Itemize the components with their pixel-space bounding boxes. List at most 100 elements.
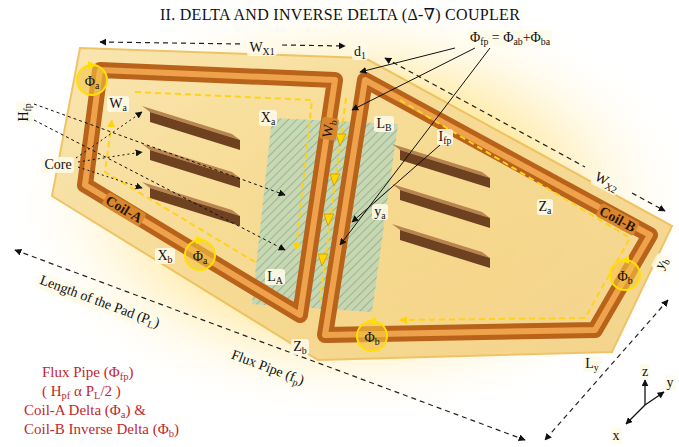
text-run: b: [327, 119, 339, 126]
dimension-line: [632, 193, 665, 211]
leader-line: [352, 145, 440, 222]
flux-arrow: [330, 174, 340, 186]
note-line: Flux Pipe (Φfp): [40, 364, 135, 383]
note-line: Coil-B Inverse Delta (Φb): [22, 421, 181, 440]
leader-line: [78, 167, 142, 188]
text-run: L: [267, 269, 276, 284]
text-run: z: [642, 364, 648, 379]
dimension-line: [100, 42, 243, 44]
label-anchor: Core: [42, 155, 73, 170]
coil-a-highlight: [85, 70, 335, 315]
core-bar: [400, 150, 490, 188]
dimension-label: Zb: [291, 339, 308, 356]
text-run: ba: [541, 36, 550, 47]
text-run: L: [376, 116, 385, 131]
text-run: H: [16, 111, 31, 121]
text-run: d: [354, 44, 361, 59]
core-bar: [150, 188, 240, 226]
text-run: W: [109, 96, 122, 111]
dimension-line: [545, 300, 668, 440]
dimension-label: Hfp: [16, 101, 33, 123]
dimension-lines: [15, 42, 668, 440]
coil-b-highlight: [325, 80, 650, 335]
axis-triad: [626, 380, 664, 424]
text-run: Core: [44, 157, 71, 172]
text-run: a: [203, 255, 207, 266]
text-run: α P: [70, 383, 94, 399]
dimension-label: ya: [372, 204, 387, 221]
label-anchor: Wb: [317, 116, 337, 140]
flux-circle: [357, 321, 387, 351]
text-run: b: [628, 275, 633, 286]
text-run: Coil-A Delta (Φ: [24, 402, 121, 418]
dimension-label: LB: [374, 116, 393, 133]
current-label: Ifp: [437, 129, 454, 146]
text-run: ) &: [125, 402, 145, 418]
text-run: Φ: [470, 30, 480, 45]
flux-circle-arrow: [196, 236, 205, 244]
dimension-label: WX1: [247, 40, 276, 57]
label-anchor: Φa: [83, 72, 102, 89]
text-run: Φ: [364, 330, 374, 345]
text-run: pf: [62, 390, 71, 401]
flux-paths: [105, 92, 630, 320]
text-run: L: [585, 356, 594, 371]
flux-arrow: [318, 254, 328, 266]
label-anchor: y: [665, 373, 676, 388]
dimension-label: Wb: [319, 116, 339, 140]
flux-circle: [77, 65, 107, 95]
leader-line: [78, 152, 142, 162]
flux-equation: Φfp = Φab+Φba: [468, 30, 552, 47]
label-anchor: Xa: [259, 108, 277, 125]
label-anchor: Φa: [191, 247, 210, 264]
dimension-label: Xb: [155, 248, 174, 265]
text-run: fp: [22, 103, 33, 111]
label-anchor: d1: [352, 42, 368, 59]
text-run: A: [276, 275, 283, 286]
label-anchor: x: [611, 426, 622, 441]
text-run: a: [121, 409, 126, 420]
leader-lines: [34, 48, 490, 250]
text-run: Z: [293, 339, 302, 354]
text-run: y: [667, 375, 674, 390]
label-anchor: ya: [372, 202, 387, 219]
dimension-label: Wa: [107, 96, 129, 113]
label-anchor: Φb: [362, 328, 381, 345]
text-run: y: [594, 362, 599, 373]
label-anchor: Ifp: [437, 127, 454, 144]
flux-line: [400, 100, 630, 320]
axis-line: [645, 392, 664, 405]
label-anchor: ( Hpf α PL/2 ): [40, 382, 123, 401]
field-glow: [5, 0, 679, 425]
text-run: I: [439, 129, 444, 144]
label-anchor: Ly: [583, 354, 600, 371]
flux-circle: [185, 240, 215, 270]
text-run: a: [381, 210, 385, 221]
text-run: b: [168, 254, 173, 265]
axis-label: x: [611, 428, 622, 443]
label-anchor: Coil-A Delta (Φa) &: [22, 401, 148, 420]
flux-pipe-arrows: [318, 134, 346, 266]
flux-symbol: Φa: [191, 249, 210, 266]
text-run: b: [375, 336, 380, 347]
text-run: Φ: [85, 74, 95, 89]
leader-line: [360, 48, 455, 72]
core-bar: [400, 190, 490, 228]
text-run: Flux Pipe (Φ: [42, 364, 120, 380]
label-anchor: LA: [265, 267, 285, 284]
text-run: II. DELTA AND INVERSE DELTA (Δ-∇) COUPLE…: [160, 6, 520, 23]
label-anchor: Za: [537, 197, 554, 214]
label-anchor: Hfp: [14, 101, 31, 123]
flux-arrow: [336, 134, 346, 146]
text-run: ab: [513, 36, 522, 47]
text-run: W: [249, 40, 262, 55]
core-bar: [400, 230, 490, 268]
label-anchor: Φb: [615, 267, 634, 284]
text-run: fp: [480, 36, 488, 47]
label-anchor: Flux Pipe (Φfp): [40, 363, 135, 382]
leader-line: [34, 104, 285, 195]
flux-arrow: [324, 214, 334, 226]
dimension-label: Ly: [583, 356, 600, 373]
note-line: Coil-A Delta (Φa) &: [22, 402, 148, 421]
